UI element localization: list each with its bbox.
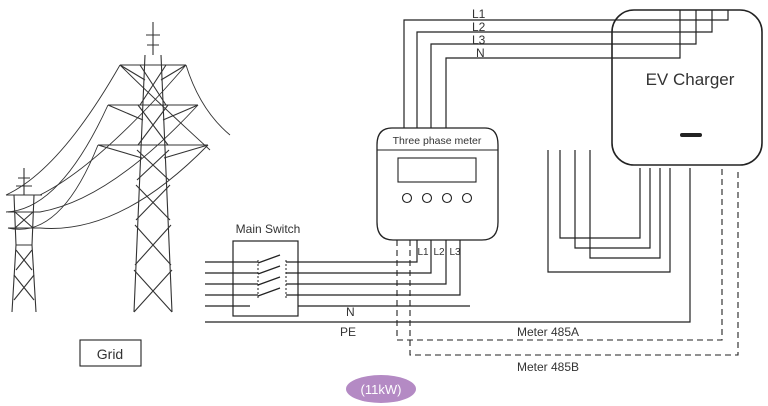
meter-485a-label: Meter 485A xyxy=(517,325,579,339)
meter-terminal-l1: L1 xyxy=(417,247,429,258)
wire-label-l1: L1 xyxy=(472,7,486,21)
wire-label-n: N xyxy=(476,46,485,60)
wire-label-l3: L3 xyxy=(472,33,486,47)
n-pe-lines: N PE xyxy=(205,168,691,339)
ev-charger-label: EV Charger xyxy=(646,70,735,89)
large-pylon-icon xyxy=(97,22,209,313)
pe-label: PE xyxy=(340,325,356,339)
power-badge: (11kW) xyxy=(346,375,416,403)
meter-to-charger-wires xyxy=(547,150,671,273)
supply-wires xyxy=(205,240,461,296)
grid-box: Grid xyxy=(79,339,142,367)
main-switch: Main Switch xyxy=(232,222,301,317)
top-wires: L1 L2 L3 N xyxy=(403,7,729,128)
grid-label: Grid xyxy=(97,346,123,362)
overhead-lines xyxy=(5,64,231,230)
power-badge-label: (11kW) xyxy=(361,382,402,397)
meter-label: Three phase meter xyxy=(393,135,482,147)
wire-label-l2: L2 xyxy=(472,20,486,34)
rs485-lines: Meter 485A Meter 485B xyxy=(396,168,739,374)
n-label: N xyxy=(346,305,355,319)
meter-terminal-l3: L3 xyxy=(449,247,461,258)
meter-485b-label: Meter 485B xyxy=(517,360,579,374)
main-switch-label: Main Switch xyxy=(236,222,301,236)
ev-charger: EV Charger xyxy=(611,9,763,166)
small-pylon-icon xyxy=(6,168,42,313)
meter-terminal-l2: L2 xyxy=(433,247,445,258)
three-phase-meter: Three phase meter L1 L2 L3 xyxy=(376,127,499,258)
